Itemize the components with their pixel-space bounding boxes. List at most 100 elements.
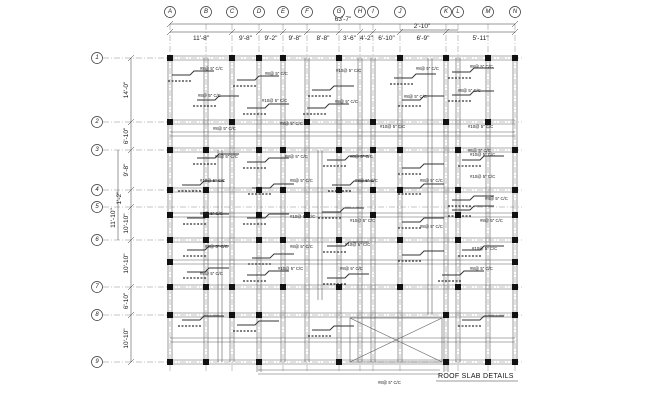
- top-dimension-6: 4'-2": [360, 35, 374, 42]
- side-dim-tick-4: [127, 203, 135, 211]
- rebar-note-4: #8@ 5" C/C: [470, 64, 493, 69]
- rebar-bar-32: [327, 273, 369, 279]
- top-dim-tick-4: [303, 28, 311, 36]
- column-44: [336, 237, 342, 243]
- rebar-bar-10: [197, 153, 239, 159]
- grid-bubble-N: [509, 6, 521, 18]
- side-dimension-6: 10'-10": [123, 328, 130, 349]
- column-41: [203, 237, 209, 243]
- rebar-bar-8: [402, 95, 444, 101]
- rebar-note-32: #10@ 5" C/C: [345, 242, 370, 247]
- grid-bubble-L: [452, 6, 464, 18]
- grid-bubble-9: [91, 356, 103, 368]
- overall-dim-tick-1: [511, 20, 519, 28]
- rebar-bar-28: [402, 250, 444, 256]
- column-43: [280, 237, 286, 243]
- side-dim-tick-3: [127, 186, 135, 194]
- top-dim-tick-2: [255, 28, 263, 36]
- column-52: [229, 284, 235, 290]
- column-31: [455, 187, 461, 193]
- rebar-note-30: #8@ 5" C/C: [205, 244, 228, 249]
- grid-bubble-A: [164, 6, 176, 18]
- rebar-note-3: #8@ 5" C/C: [416, 66, 439, 71]
- top-dimension-9: 5'-11": [472, 35, 489, 42]
- column-66: [336, 359, 342, 365]
- column-10: [229, 119, 235, 125]
- grid-bubble-label-B: B: [204, 9, 208, 15]
- grid-bubble-label-J: J: [398, 9, 403, 15]
- rebar-bar-14: [462, 155, 504, 161]
- column-63: [167, 359, 173, 365]
- rebar-bar-9: [452, 90, 494, 96]
- rebar-bar-29: [462, 245, 504, 251]
- grid-bubble-label-E: E: [281, 9, 286, 15]
- rebar-note-37: #8@ 5" C/C: [340, 266, 363, 271]
- rebar-note-0: #8@ 5" C/C: [200, 66, 223, 71]
- rebar-lines: [168, 67, 504, 337]
- rebar-bar-3: [394, 73, 436, 79]
- column-51: [203, 284, 209, 290]
- grid-bubble-label-F: F: [305, 9, 309, 15]
- overall-dimension: 63'-7": [335, 16, 352, 23]
- grid-bubble-4: [91, 184, 103, 196]
- rebar-bar-35: [237, 320, 279, 326]
- top-dimension-4: 8'-8": [317, 35, 331, 42]
- rebar-bar-17: [332, 180, 374, 186]
- side-dimension-outer: 11'-10": [110, 207, 117, 227]
- rebar-bar-21: [247, 213, 289, 219]
- column-59: [229, 312, 235, 318]
- rebar-bar-31: [247, 270, 289, 276]
- rebar-bar-15: [182, 180, 224, 186]
- opening-outline: [349, 317, 443, 363]
- rebar-note-28: #8@ 5" C/C: [420, 224, 443, 229]
- column-20: [370, 147, 376, 153]
- column-7: [485, 55, 491, 61]
- beams: [167, 55, 518, 375]
- rebar-note-24: #8@ 5" C/C: [485, 196, 508, 201]
- rebar-bar-33: [442, 270, 484, 276]
- grid-bubble-label-M: M: [486, 9, 491, 15]
- grid-bubble-label-D: D: [257, 9, 262, 15]
- side-dim-tick-0: [127, 54, 135, 62]
- column-57: [512, 284, 518, 290]
- column-5: [397, 55, 403, 61]
- column-56: [455, 284, 461, 290]
- rebar-note-29: #8@ 5" C/C: [480, 218, 503, 223]
- grid-bubble-8: [91, 309, 103, 321]
- grid-bubble-K: [440, 6, 452, 18]
- grid-bubble-label-1: 1: [95, 55, 98, 61]
- rebar-bar-4: [452, 67, 494, 73]
- grid-bubble-label-L: L: [456, 9, 459, 15]
- side-dim-tick-6: [127, 283, 135, 291]
- grid-bubble-B: [200, 6, 212, 18]
- column-39: [512, 212, 518, 218]
- column-22: [455, 147, 461, 153]
- column-55: [397, 284, 403, 290]
- opening-cross-2: [349, 317, 443, 363]
- column-12: [370, 119, 376, 125]
- top-dim-tick-1: [228, 28, 236, 36]
- column-48: [167, 259, 173, 265]
- column-33: [167, 212, 173, 218]
- grid-bubble-label-5: 5: [95, 204, 99, 210]
- rebar-note-31: #8@ 5" C/C: [290, 244, 313, 249]
- grid-bubble-C: [226, 6, 238, 18]
- column-6: [443, 55, 449, 61]
- grid-bubble-E: [277, 6, 289, 18]
- column-16: [203, 147, 209, 153]
- column-67: [443, 359, 449, 365]
- column-69: [512, 359, 518, 365]
- grid-bubble-5: [91, 201, 103, 213]
- side-dim-tick-8: [127, 358, 135, 366]
- rebar-bar-19: [452, 195, 494, 201]
- rebar-bar-30: [187, 267, 229, 273]
- column-2: [256, 55, 262, 61]
- column-50: [167, 284, 173, 290]
- rebar-note-13: #10@ 5" C/C: [468, 124, 493, 129]
- partial-dimension: 2'-10": [414, 23, 431, 30]
- drawing-title: ROOF SLAB DETAILS: [438, 373, 514, 380]
- column-46: [455, 237, 461, 243]
- column-14: [485, 119, 491, 125]
- rebar-bar-6: [247, 103, 289, 109]
- column-27: [280, 187, 286, 193]
